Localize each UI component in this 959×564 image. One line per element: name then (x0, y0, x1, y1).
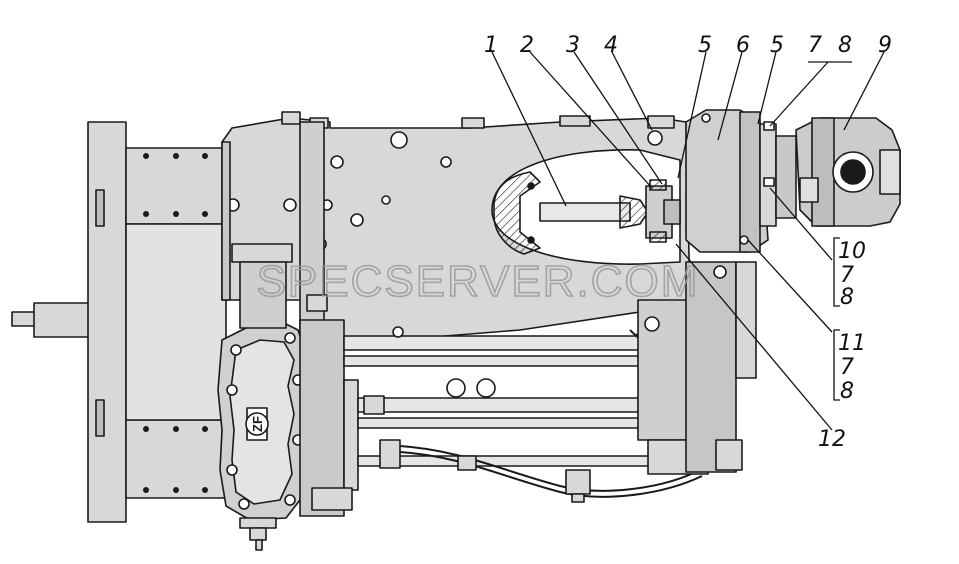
upper-bracket (231, 243, 293, 329)
callout-8: 8 (838, 33, 852, 58)
zf-logo: ZF (245, 412, 269, 436)
callout-group-a-7: 7 (840, 263, 854, 288)
callout-6: 6 (736, 33, 750, 58)
callout-12: 12 (818, 427, 846, 452)
output-flange (87, 121, 127, 523)
callouts-group-a: 10 7 8 (838, 239, 866, 310)
housing-middle-band (125, 223, 227, 421)
callouts-top: 1 2 3 4 5 6 5 7 8 9 (484, 33, 892, 58)
callout-11: 11 (838, 331, 866, 356)
callout-5b: 5 (770, 33, 784, 58)
callout-group-b-8: 8 (840, 379, 854, 404)
zf-logo-text: ZF (250, 416, 265, 432)
callout-4: 4 (604, 33, 618, 58)
callout-group-a-8: 8 (840, 285, 854, 310)
drain-plug (239, 517, 277, 551)
output-shaft (11, 302, 97, 338)
shift-block (299, 319, 359, 517)
lower-housing-block (125, 419, 227, 499)
upper-housing-block (125, 147, 227, 225)
pto-housing (685, 109, 769, 253)
watermark-text: SPECSERVER.COM (257, 257, 700, 306)
leader-lines (491, 51, 885, 431)
hose-fittings (457, 455, 591, 503)
callout-2: 2 (520, 33, 534, 58)
adapter-flange (759, 121, 797, 227)
housing-bolts (226, 130, 663, 251)
callout-9: 9 (878, 33, 892, 58)
callout-1: 1 (484, 33, 498, 58)
hydraulic-pump (795, 117, 901, 227)
callout-group-b-7: 7 (840, 355, 854, 380)
callout-3: 3 (566, 33, 580, 58)
callouts-group-b: 11 7 8 (838, 331, 866, 404)
callout-7: 7 (808, 33, 822, 58)
cutaway-section (491, 149, 681, 265)
right-end-plate (637, 261, 757, 475)
callout-5a: 5 (698, 33, 712, 58)
rod-fittings (363, 395, 401, 469)
callout-10: 10 (838, 239, 866, 264)
